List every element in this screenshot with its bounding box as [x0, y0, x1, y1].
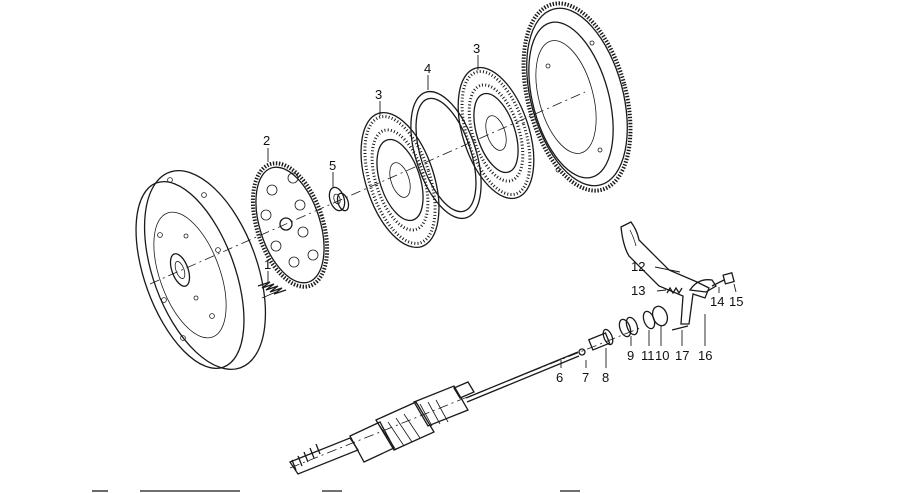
spring-part-13 — [656, 286, 683, 295]
toothed-plate-part-2 — [250, 148, 330, 289]
ring-part-4 — [410, 75, 482, 220]
label-part-15: 15 — [729, 294, 743, 309]
label-part-14: 14 — [710, 294, 724, 309]
label-part-7: 7 — [582, 370, 589, 385]
label-part-5: 5 — [329, 158, 336, 173]
nut-bolt-part-14-15 — [711, 272, 737, 293]
shaft-axis — [289, 327, 641, 469]
label-part-6: 6 — [556, 370, 563, 385]
label-part-9: 9 — [627, 348, 634, 363]
label-part-2: 2 — [263, 133, 270, 148]
label-part-3-right: 3 — [473, 41, 480, 56]
friction-disc-part-3-right — [457, 55, 535, 200]
sleeve-part-8 — [587, 328, 614, 368]
label-part-8: 8 — [602, 370, 609, 385]
label-part-4: 4 — [424, 61, 431, 76]
washers-part-9-11-10 — [618, 305, 669, 346]
label-part-13: 13 — [631, 283, 645, 298]
label-part-11: 11 — [641, 348, 655, 363]
friction-disc-part-3-left — [360, 101, 440, 249]
spring-part-1 — [257, 271, 287, 299]
label-part-12: 12 — [631, 259, 645, 274]
push-rod-part-6 — [465, 351, 580, 403]
pin-part-17 — [671, 325, 689, 346]
pin-part-7 — [578, 348, 587, 368]
ring-gear — [521, 1, 633, 193]
label-part-3-left: 3 — [375, 87, 382, 102]
hub-part-5 — [328, 172, 350, 212]
label-part-1: 1 — [264, 257, 271, 272]
flywheel-housing — [135, 170, 267, 370]
label-part-10: 10 — [655, 348, 669, 363]
input-shaft — [289, 381, 475, 475]
label-part-16: 16 — [698, 348, 712, 363]
label-part-17: 17 — [675, 348, 689, 363]
